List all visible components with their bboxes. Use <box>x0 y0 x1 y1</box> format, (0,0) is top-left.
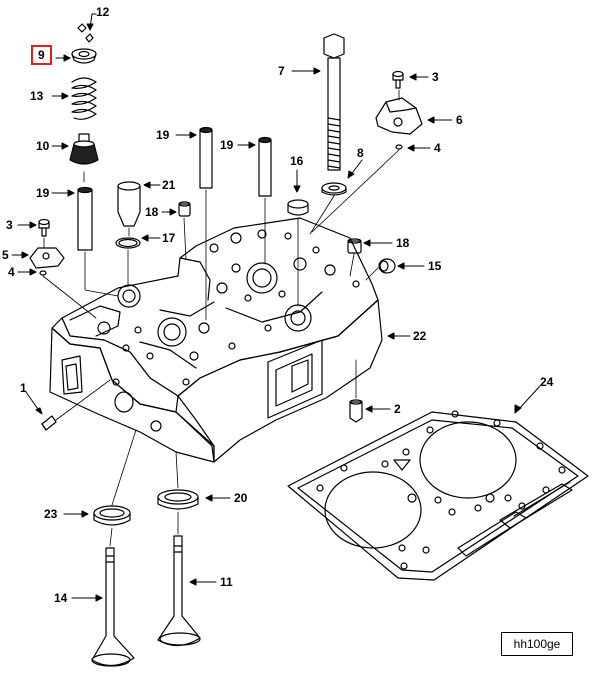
callout-12: 12 <box>96 5 110 19</box>
callout-14: 14 <box>54 591 68 605</box>
cylinder-head <box>49 217 383 463</box>
callout-3-left: 3 <box>6 218 13 232</box>
callout-4-left: 4 <box>8 265 15 279</box>
callout-19-center: 19 <box>156 128 170 142</box>
cup-plug-icon <box>287 199 309 216</box>
plug-bottom-icon <box>349 399 363 423</box>
callout-8: 8 <box>357 146 364 160</box>
bracket-left-icon <box>29 247 65 269</box>
plug-icon <box>178 201 191 217</box>
valve-guide-left-icon <box>77 186 93 251</box>
valve-stem-seal-icon <box>69 133 99 165</box>
callout-19-left: 19 <box>36 186 50 200</box>
callout-21: 21 <box>162 178 176 192</box>
callout-3-right: 3 <box>432 70 439 84</box>
washer-icon <box>321 182 347 196</box>
o-ring-icon <box>115 237 141 249</box>
exhaust-valve-icon <box>157 535 201 647</box>
valve-spring-icon <box>71 77 97 120</box>
callout-24: 24 <box>540 375 554 389</box>
lock-washer-right-icon <box>395 144 403 150</box>
dowel-pin-icon <box>347 238 362 254</box>
callout-23: 23 <box>44 507 58 521</box>
callout-20: 20 <box>234 491 248 505</box>
leader-lines <box>11 13 541 602</box>
callout-19-right: 19 <box>220 138 234 152</box>
rocker-bracket-icon <box>375 97 423 135</box>
callout-11: 11 <box>220 575 233 589</box>
callout-16: 16 <box>290 154 304 168</box>
callout-6: 6 <box>456 113 463 127</box>
callout-18-right: 18 <box>396 236 410 250</box>
expansion-plug-icon <box>378 258 396 274</box>
valve-guide-right-icon <box>258 136 272 197</box>
screw-left-icon <box>38 218 50 237</box>
callout-4-right: 4 <box>434 141 441 155</box>
callout-18-left: 18 <box>145 205 159 219</box>
callout-10: 10 <box>36 139 50 153</box>
seat-insert-right-icon <box>157 489 199 510</box>
head-gasket-icon <box>287 410 589 581</box>
callout-2: 2 <box>394 402 401 416</box>
figure-reference-code: hh100ge <box>501 632 573 656</box>
valve-guide-center-icon <box>199 126 213 189</box>
callout-17: 17 <box>162 231 176 245</box>
fitting-left-icon <box>41 415 57 431</box>
valve-keepers-icon <box>77 23 94 43</box>
screw-right-icon <box>392 70 404 89</box>
spring-retainer-icon <box>71 48 97 64</box>
lock-washer-left-icon <box>39 270 47 276</box>
callout-5: 5 <box>2 248 9 262</box>
callout-7: 7 <box>278 64 285 78</box>
injector-sleeve-icon <box>117 181 141 227</box>
callout-22: 22 <box>413 329 427 343</box>
intake-valve-icon <box>91 547 135 667</box>
seat-insert-left-icon <box>93 505 131 526</box>
callout-13: 13 <box>30 89 44 103</box>
callout-15: 15 <box>428 259 442 273</box>
callout-9-highlighted: 9 <box>31 45 52 65</box>
callout-1: 1 <box>20 381 27 395</box>
head-bolt-icon <box>323 33 345 171</box>
